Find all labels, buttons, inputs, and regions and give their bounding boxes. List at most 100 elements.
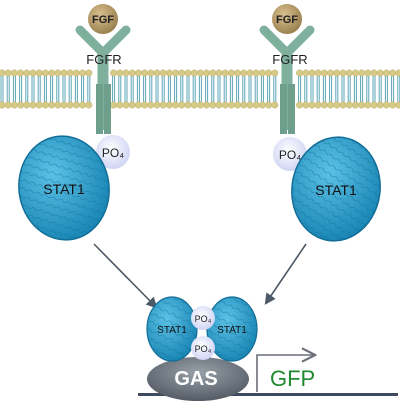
lipid-head [10,101,18,109]
lipid-head [60,101,68,109]
cell-membrane [0,69,400,109]
lipid-head [128,69,136,77]
lipid-head [382,101,390,109]
lipid-tail [56,76,60,102]
lipid-tail [74,76,78,102]
lipid-tail [217,76,221,102]
lipid-head [66,69,74,77]
lipid-head [116,101,124,109]
lipid-tail [124,76,128,102]
lipid-head [227,101,235,109]
lipid-tail [149,76,153,102]
lipid-head [48,69,56,77]
lipid-tail [130,76,134,102]
lipid-head [327,101,335,109]
gfp-label: GFP [270,366,315,391]
dna-strand [138,393,398,396]
lipid-tail [378,76,382,102]
receptor-right-base-b [288,84,295,134]
lipid-tail [6,76,10,102]
lipid-head [358,69,366,77]
lipid-head [128,101,136,109]
lipid-head [240,69,248,77]
lipid-head [327,69,335,77]
lipid-head [35,101,43,109]
lipid-tail [242,76,246,102]
lipid-head [339,69,347,77]
lipid-head [29,69,37,77]
lipid-tail [136,76,140,102]
lipid-head [296,101,304,109]
lipid-tail [310,76,314,102]
ligand-left [88,4,118,34]
lipid-tail [50,76,54,102]
lipid-head [85,69,93,77]
lipid-head [165,101,173,109]
lipid-tail [62,76,66,102]
lipid-head [271,101,279,109]
lipid-head [345,101,353,109]
lipid-head [376,101,384,109]
lipid-head [320,101,328,109]
lipid-head [23,101,31,109]
lipid-head [172,101,180,109]
lipid-head [209,69,217,77]
lipid-tail [267,76,271,102]
lipid-head [23,69,31,77]
lipid-tail [273,76,277,102]
lipid-head [66,101,74,109]
lipid-tail [43,76,47,102]
stat1-right: STAT1 [291,136,381,242]
lipid-head [234,101,242,109]
lipid-head [79,69,87,77]
lipid-head [72,101,80,109]
lipid-head [351,101,359,109]
lipid-head [364,69,372,77]
lipid-head [48,101,56,109]
lipid-tail [335,76,339,102]
receptor-right-label: FGFR [272,52,307,67]
lipid-tail [205,76,209,102]
receptor-left: FGF FGFR [75,4,131,134]
lipid-head [79,101,87,109]
phosphate-dimer-top: PO₄ [191,306,215,330]
lipid-head [10,69,18,77]
lipid-head [351,69,359,77]
lipid-tail [229,76,233,102]
lipid-head [159,101,167,109]
stat1-left-label: STAT1 [43,181,85,197]
lipid-tail [211,76,215,102]
lipid-head [221,101,229,109]
phosphate-dimer-bottom: PO₄ [191,336,215,360]
lipid-head [122,69,130,77]
membrane-lipid-tails [0,76,400,102]
stat1-left: STAT1 [18,135,110,241]
lipid-head [339,101,347,109]
lipid-head [296,69,304,77]
phosphate-dimer-top-label: PO₄ [195,314,212,324]
lipid-tail [372,76,376,102]
lipid-head [203,101,211,109]
lipid-head [0,69,6,77]
lipid-tail [118,76,122,102]
stat1-right-label: STAT1 [315,182,357,198]
lipid-head [308,101,316,109]
lipid-head [234,69,242,77]
lipid-head [0,101,6,109]
lipid-head [17,69,25,77]
lipid-head [308,69,316,77]
lipid-head [227,69,235,77]
lipid-tail [186,76,190,102]
arrow-right-to-dimer [264,243,307,305]
ligand-right-label: FGF [276,14,298,26]
lipid-tail [360,76,364,102]
lipid-tail [366,76,370,102]
stat1-dimer: STAT1 STAT1 PO₄ PO₄ [146,296,258,362]
lipid-head [116,69,124,77]
lipid-head [215,69,223,77]
phosphate-right-label: PO₄ [279,148,301,162]
lipid-head [203,69,211,77]
transcription-start-arrow [256,355,314,392]
lipid-tail [112,76,116,102]
lipid-head [395,69,400,77]
